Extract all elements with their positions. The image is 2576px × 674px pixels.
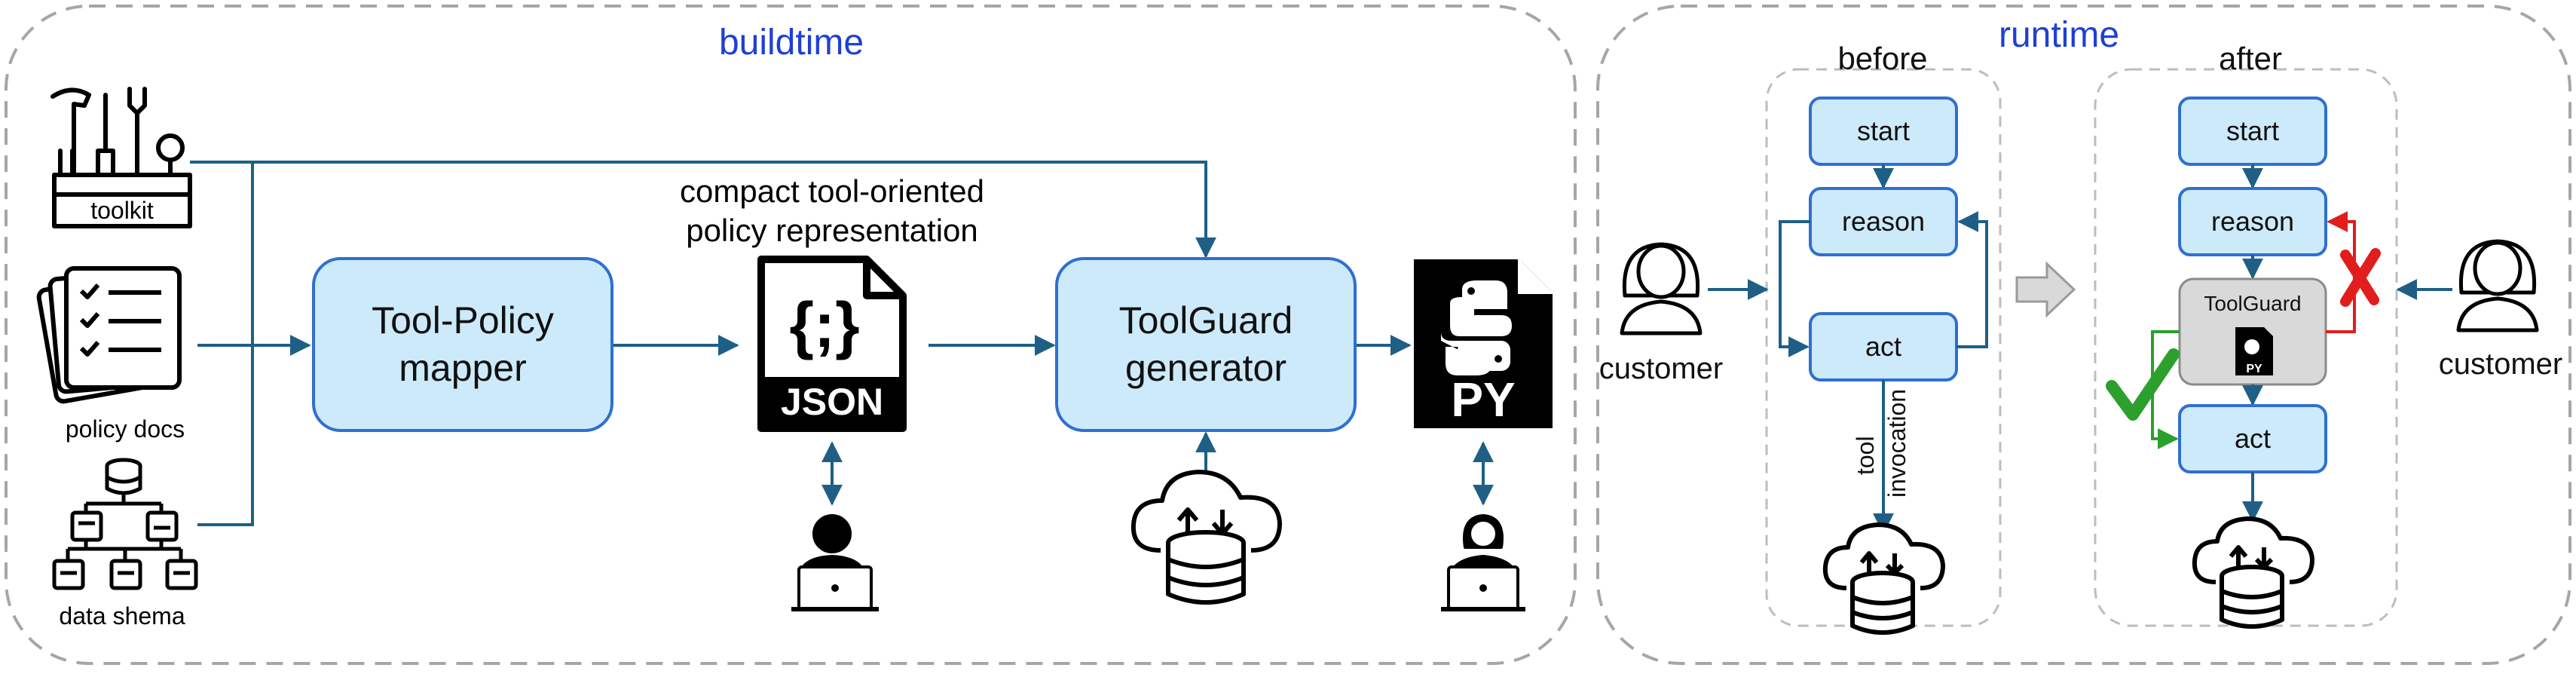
py-label: PY (1451, 372, 1515, 427)
toolkit-icon (50, 87, 192, 228)
reject-path-arrow (2326, 211, 2356, 333)
before-tool-line1: tool (1852, 436, 1879, 475)
after-toolguard-label: ToolGuard (2204, 292, 2301, 315)
customer-left-icon (1620, 242, 1703, 335)
runtime-panel (1596, 5, 2571, 665)
developer-user-icon (791, 514, 879, 611)
policy-docs-icon (36, 266, 182, 404)
after-py-badge: PY (2246, 363, 2262, 375)
generator-label-line1: ToolGuard (1119, 299, 1293, 342)
after-toolguard-py-icon: PY (2235, 327, 2273, 375)
cloud-database-icon (1130, 470, 1282, 605)
after-start-label: start (2226, 115, 2279, 146)
reject-x-icon (2340, 248, 2381, 307)
customer-right-label: customer (2439, 348, 2563, 381)
before-act-label: act (1865, 331, 1901, 362)
policy-rep-line2: policy representation (686, 213, 978, 248)
input-connectors (190, 161, 1216, 526)
customer-left-label: customer (1599, 352, 1724, 385)
after-reason-label: reason (2211, 206, 2294, 237)
toolkit-label: toolkit (90, 197, 154, 224)
json-file-icon: {;} JSON (757, 256, 907, 432)
toolguard-generator-box (1055, 257, 1357, 432)
reviewer-user-icon (1441, 514, 1525, 611)
before-title: before (1837, 41, 1927, 76)
before-cloud-database-icon (1822, 522, 1945, 635)
accept-checkmark-icon (2106, 348, 2180, 421)
data-schema-label: data shema (59, 602, 185, 630)
data-schema-icon (52, 458, 198, 590)
before-loop-arrows (1779, 211, 1988, 535)
buildtime-panel (5, 5, 1577, 665)
python-file-icon: PY (1414, 259, 1553, 428)
customer-right-icon (2456, 239, 2539, 332)
after-act-label: act (2235, 423, 2271, 454)
json-glyph: {;} (789, 290, 859, 360)
before-tool-line2: invocation (1883, 389, 1911, 498)
before-reason-label: reason (1842, 206, 1925, 237)
buildtime-title: buildtime (719, 23, 864, 63)
before-after-transition-arrow (2015, 261, 2076, 318)
before-start-label: start (1857, 115, 1910, 146)
policy-rep-line1: compact tool-oriented (680, 173, 984, 209)
after-cloud-database-icon (2192, 516, 2314, 629)
after-title: after (2219, 41, 2282, 76)
mapper-label-line1: Tool-Policy (372, 299, 554, 342)
policy-docs-label: policy docs (66, 415, 185, 443)
json-label: JSON (781, 381, 883, 423)
mapper-label-line2: mapper (399, 347, 527, 389)
runtime-title: runtime (1999, 15, 2119, 55)
tool-policy-mapper-box (312, 257, 613, 432)
generator-label-line2: generator (1125, 347, 1286, 389)
